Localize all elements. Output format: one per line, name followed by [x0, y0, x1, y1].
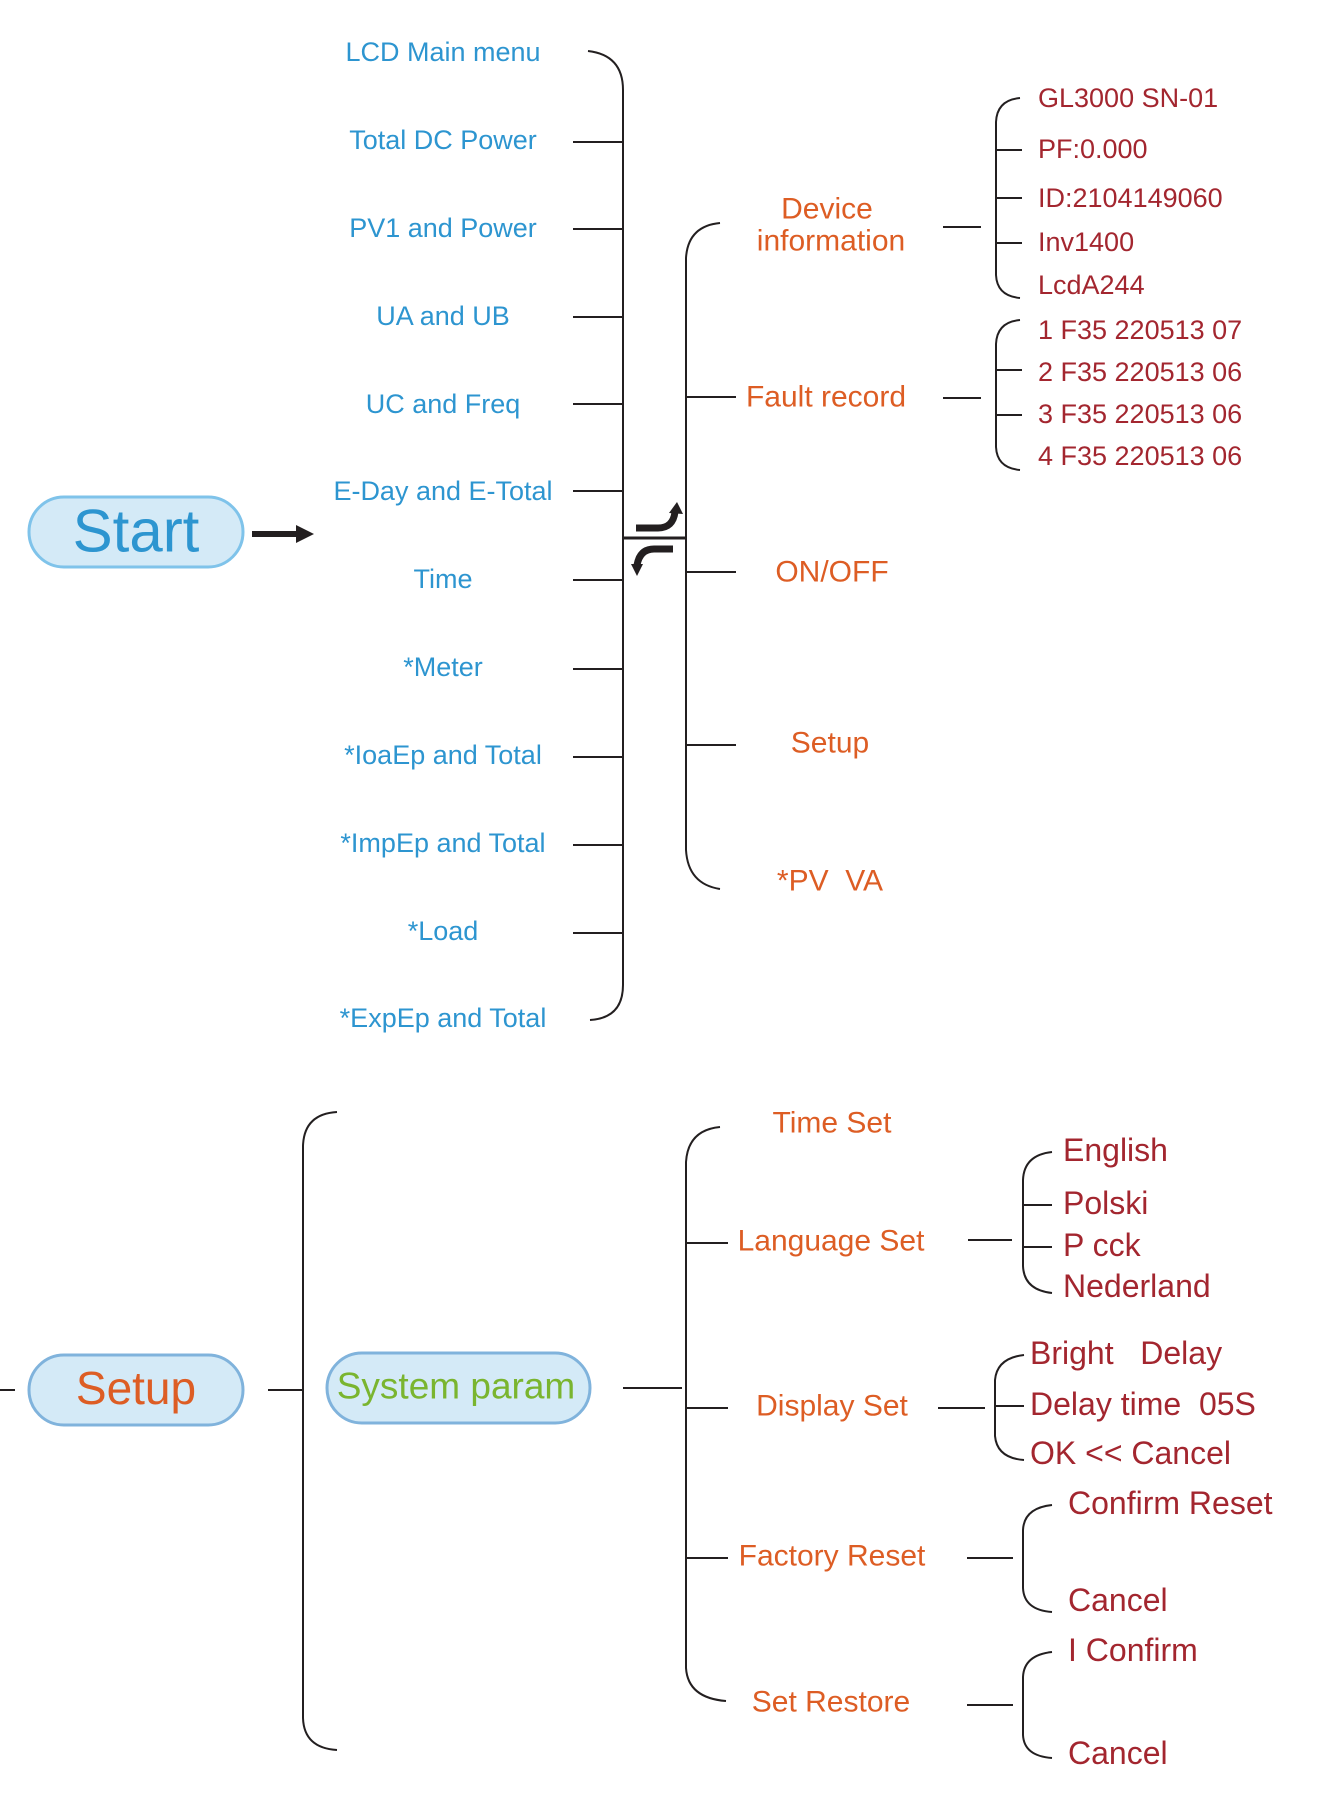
- device-info-item: LcdA244: [1038, 270, 1145, 300]
- device-info-item: PF:0.000: [1038, 134, 1148, 164]
- main-menu-item[interactable]: UC and Freq: [366, 389, 521, 419]
- submenu-pv-va[interactable]: *PV VA: [777, 865, 883, 898]
- set-restore-cancel[interactable]: Cancel: [1068, 1735, 1168, 1771]
- submenu-on-off[interactable]: ON/OFF: [775, 556, 888, 589]
- system-param-item-time-set[interactable]: Time Set: [773, 1107, 893, 1140]
- display-options: Bright Delay Delay time 05S OK << Cancel: [1030, 1335, 1256, 1471]
- display-option[interactable]: Delay time 05S: [1030, 1386, 1256, 1422]
- main-menu-list: LCD Main menu Total DC Power PV1 and Pow…: [333, 37, 552, 1033]
- language-options: English Polski P cck Nederland: [1063, 1132, 1211, 1304]
- system-param-item-set-restore[interactable]: Set Restore: [752, 1686, 910, 1719]
- system-param-item-display-set[interactable]: Display Set: [756, 1390, 908, 1423]
- system-param-item-factory-reset[interactable]: Factory Reset: [739, 1540, 926, 1573]
- submenu-device-information-line1[interactable]: Device: [781, 193, 873, 226]
- fault-record-item: 4 F35 220513 06: [1038, 441, 1242, 471]
- device-info-list: GL3000 SN-01 PF:0.000 ID:2104149060 Inv1…: [1038, 83, 1223, 300]
- setup-node-label: Setup: [76, 1362, 196, 1414]
- system-param-list: Time Set Language Set Display Set Factor…: [738, 1107, 926, 1719]
- main-menu-item[interactable]: Total DC Power: [349, 125, 537, 155]
- main-menu-item[interactable]: Time: [414, 564, 473, 594]
- fault-record-item: 1 F35 220513 07: [1038, 315, 1242, 345]
- setup-pill[interactable]: [27, 1353, 245, 1427]
- main-menu-item[interactable]: *Meter: [403, 652, 483, 682]
- main-menu-bracket: [573, 50, 624, 1021]
- main-menu-item[interactable]: *IoaEp and Total: [344, 740, 542, 770]
- system-param-pill[interactable]: [325, 1351, 592, 1425]
- language-option[interactable]: Polski: [1063, 1185, 1148, 1221]
- submenu-list: Device information Fault record ON/OFF S…: [746, 193, 906, 898]
- device-info-item: ID:2104149060: [1038, 183, 1223, 213]
- submenu-setup[interactable]: Setup: [791, 727, 869, 760]
- arrow-right-icon: [252, 525, 314, 543]
- start-pill[interactable]: [27, 495, 245, 569]
- language-option[interactable]: Nederland: [1063, 1268, 1211, 1304]
- main-menu-item[interactable]: LCD Main menu: [345, 37, 540, 67]
- fault-record-item: 2 F35 220513 06: [1038, 357, 1242, 387]
- main-menu-item[interactable]: UA and UB: [376, 301, 510, 331]
- language-set-bracket: [968, 1151, 1053, 1294]
- main-menu-item[interactable]: *ExpEp and Total: [340, 1003, 547, 1033]
- submenu-fault-record[interactable]: Fault record: [746, 381, 906, 414]
- setup-bracket: [302, 1111, 338, 1751]
- device-info-bracket: [943, 97, 1022, 299]
- device-info-item: GL3000 SN-01: [1038, 83, 1218, 113]
- main-menu-item[interactable]: PV1 and Power: [349, 213, 537, 243]
- setup-node[interactable]: Setup: [27, 1353, 245, 1427]
- factory-reset-options: Confirm Reset Cancel: [1068, 1485, 1273, 1618]
- main-menu-item[interactable]: E-Day and E-Total: [333, 476, 552, 506]
- fault-record-list: 1 F35 220513 07 2 F35 220513 06 3 F35 22…: [1038, 315, 1242, 471]
- display-option[interactable]: Bright Delay: [1030, 1335, 1222, 1371]
- bidirectional-switch-arrows-icon: [622, 502, 687, 576]
- start-label: Start: [73, 498, 200, 565]
- language-option[interactable]: P cck: [1063, 1227, 1142, 1263]
- language-option[interactable]: English: [1063, 1132, 1168, 1168]
- system-param-node[interactable]: System param: [325, 1351, 592, 1425]
- system-param-item-language-set[interactable]: Language Set: [738, 1225, 926, 1258]
- display-option[interactable]: OK << Cancel: [1030, 1435, 1231, 1471]
- submenu-device-information-line2[interactable]: information: [757, 225, 905, 258]
- factory-reset-confirm[interactable]: Confirm Reset: [1068, 1485, 1273, 1521]
- factory-reset-bracket: [967, 1504, 1053, 1613]
- start-node[interactable]: Start: [27, 495, 245, 569]
- main-menu-item[interactable]: *ImpEp and Total: [340, 828, 545, 858]
- device-info-item: Inv1400: [1038, 227, 1134, 257]
- system-param-label: System param: [337, 1366, 576, 1407]
- display-set-bracket: [938, 1354, 1025, 1461]
- set-restore-confirm[interactable]: I Confirm: [1068, 1632, 1198, 1668]
- submenu-bracket: [685, 222, 736, 890]
- factory-reset-cancel[interactable]: Cancel: [1068, 1582, 1168, 1618]
- fault-record-bracket: [943, 319, 1022, 471]
- main-menu-item[interactable]: *Load: [408, 916, 479, 946]
- system-param-bracket: [685, 1126, 728, 1702]
- fault-record-item: 3 F35 220513 06: [1038, 399, 1242, 429]
- set-restore-bracket: [967, 1651, 1053, 1759]
- set-restore-options: I Confirm Cancel: [1068, 1632, 1198, 1771]
